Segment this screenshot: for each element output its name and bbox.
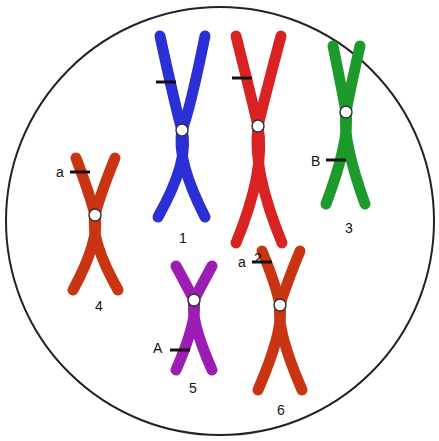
gene-locus-mark — [70, 78, 346, 350]
chromosome — [236, 36, 282, 243]
chromosome-number: 6 — [277, 403, 285, 417]
chromosome — [326, 46, 365, 204]
chromosome-number: 1 — [179, 231, 187, 245]
chromosome — [73, 158, 118, 290]
chromosome-number: 5 — [189, 381, 197, 395]
chromosome-number: 4 — [95, 299, 103, 313]
chromosome-number: 2 — [254, 251, 262, 265]
centromere — [89, 106, 352, 311]
gene-label: B — [311, 154, 320, 168]
chromosome — [258, 251, 302, 390]
chromosome-number: 3 — [345, 221, 353, 235]
gene-label: A — [153, 341, 162, 355]
gene-label: a — [238, 255, 246, 269]
chromosome — [158, 36, 205, 217]
gene-label: a — [56, 165, 64, 179]
cell-outline — [6, 7, 434, 435]
chromosome — [176, 266, 212, 370]
